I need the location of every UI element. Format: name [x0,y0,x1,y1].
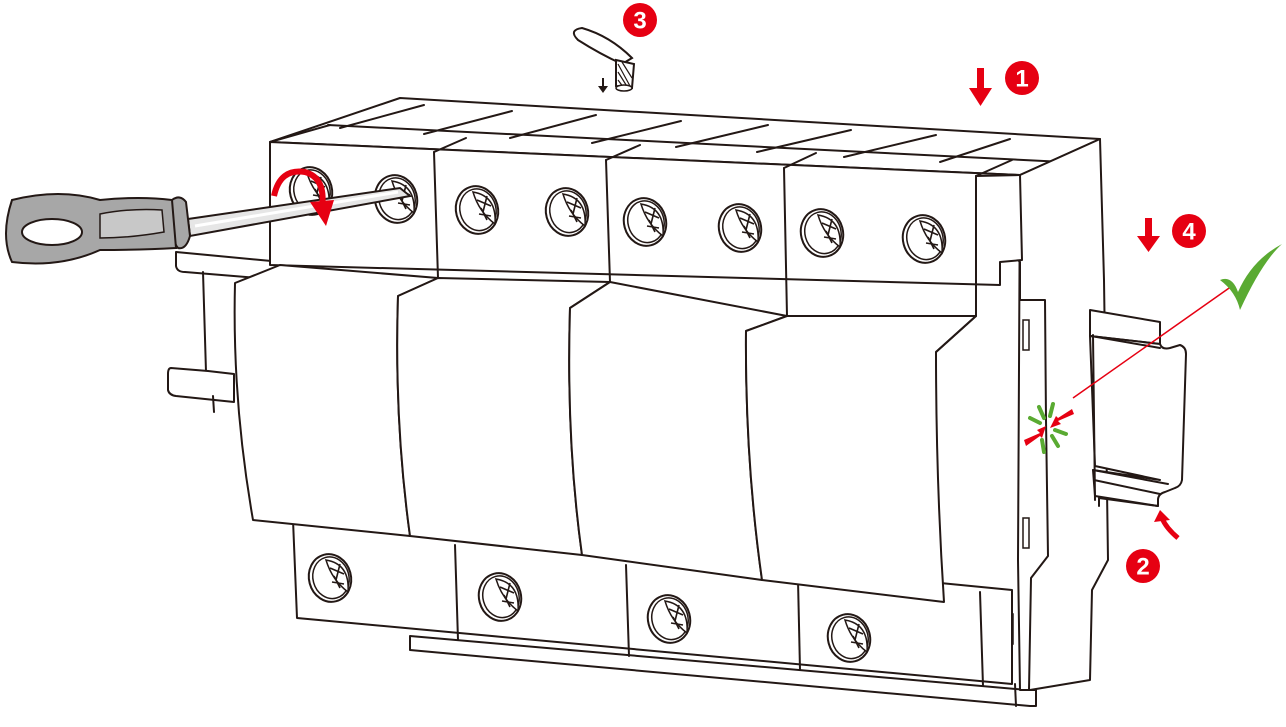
screwdriver-icon [5,186,413,265]
top-terminal-screw-icon [622,197,668,247]
top-terminal-screw-icon [544,187,590,237]
step-number: 2 [1136,554,1149,581]
bottom-terminal-screw-icon [826,613,872,663]
down-arrow-icon-step-1 [969,68,992,106]
step-badges: 1Push module down onto rail 2Hook bottom … [623,3,1206,583]
snap-click-icon [1024,402,1074,454]
step-arrows [598,68,1180,540]
top-terminal-screw-icon [717,203,763,253]
down-arrow-icon-step-4 [1137,218,1160,252]
confirmation-line [1072,285,1233,399]
terminal-screws [288,166,947,663]
down-arrow-icon-step-3 [598,78,608,93]
top-terminal-screw-icon [799,208,845,258]
bottom-terminal-screw-icon [646,594,692,644]
pluggable-modules [233,264,977,603]
rear-mounting-plate [167,251,283,413]
rotate-clockwise-icon [271,168,334,226]
wire-icon [572,26,636,92]
checkmark-icon [1220,244,1282,310]
din-rail [1089,309,1187,507]
side-vent-slot [1022,319,1030,351]
top-terminal-screw-icon [901,214,947,264]
bottom-terminal-screw-icon [477,572,523,622]
top-terminal-screw-icon [454,185,500,235]
side-vent-slot [1022,517,1030,549]
top-surface [269,97,1101,176]
step-number: 3 [633,8,646,35]
device-side-face [998,138,1109,691]
step-badge-2: 2Hook bottom clip onto rail [1126,549,1160,583]
step-badge-3: 3Insert stripped wire into terminal [623,3,657,37]
step-badge-4: 4Press down until latched [1172,214,1206,248]
step-number: 4 [1182,219,1196,246]
step-number: 1 [1015,66,1028,93]
curved-arrow-icon-step-2 [1154,510,1180,540]
step-badge-1: 1Push module down onto rail [1005,61,1039,95]
bottom-terminal-screw-icon [307,553,353,603]
